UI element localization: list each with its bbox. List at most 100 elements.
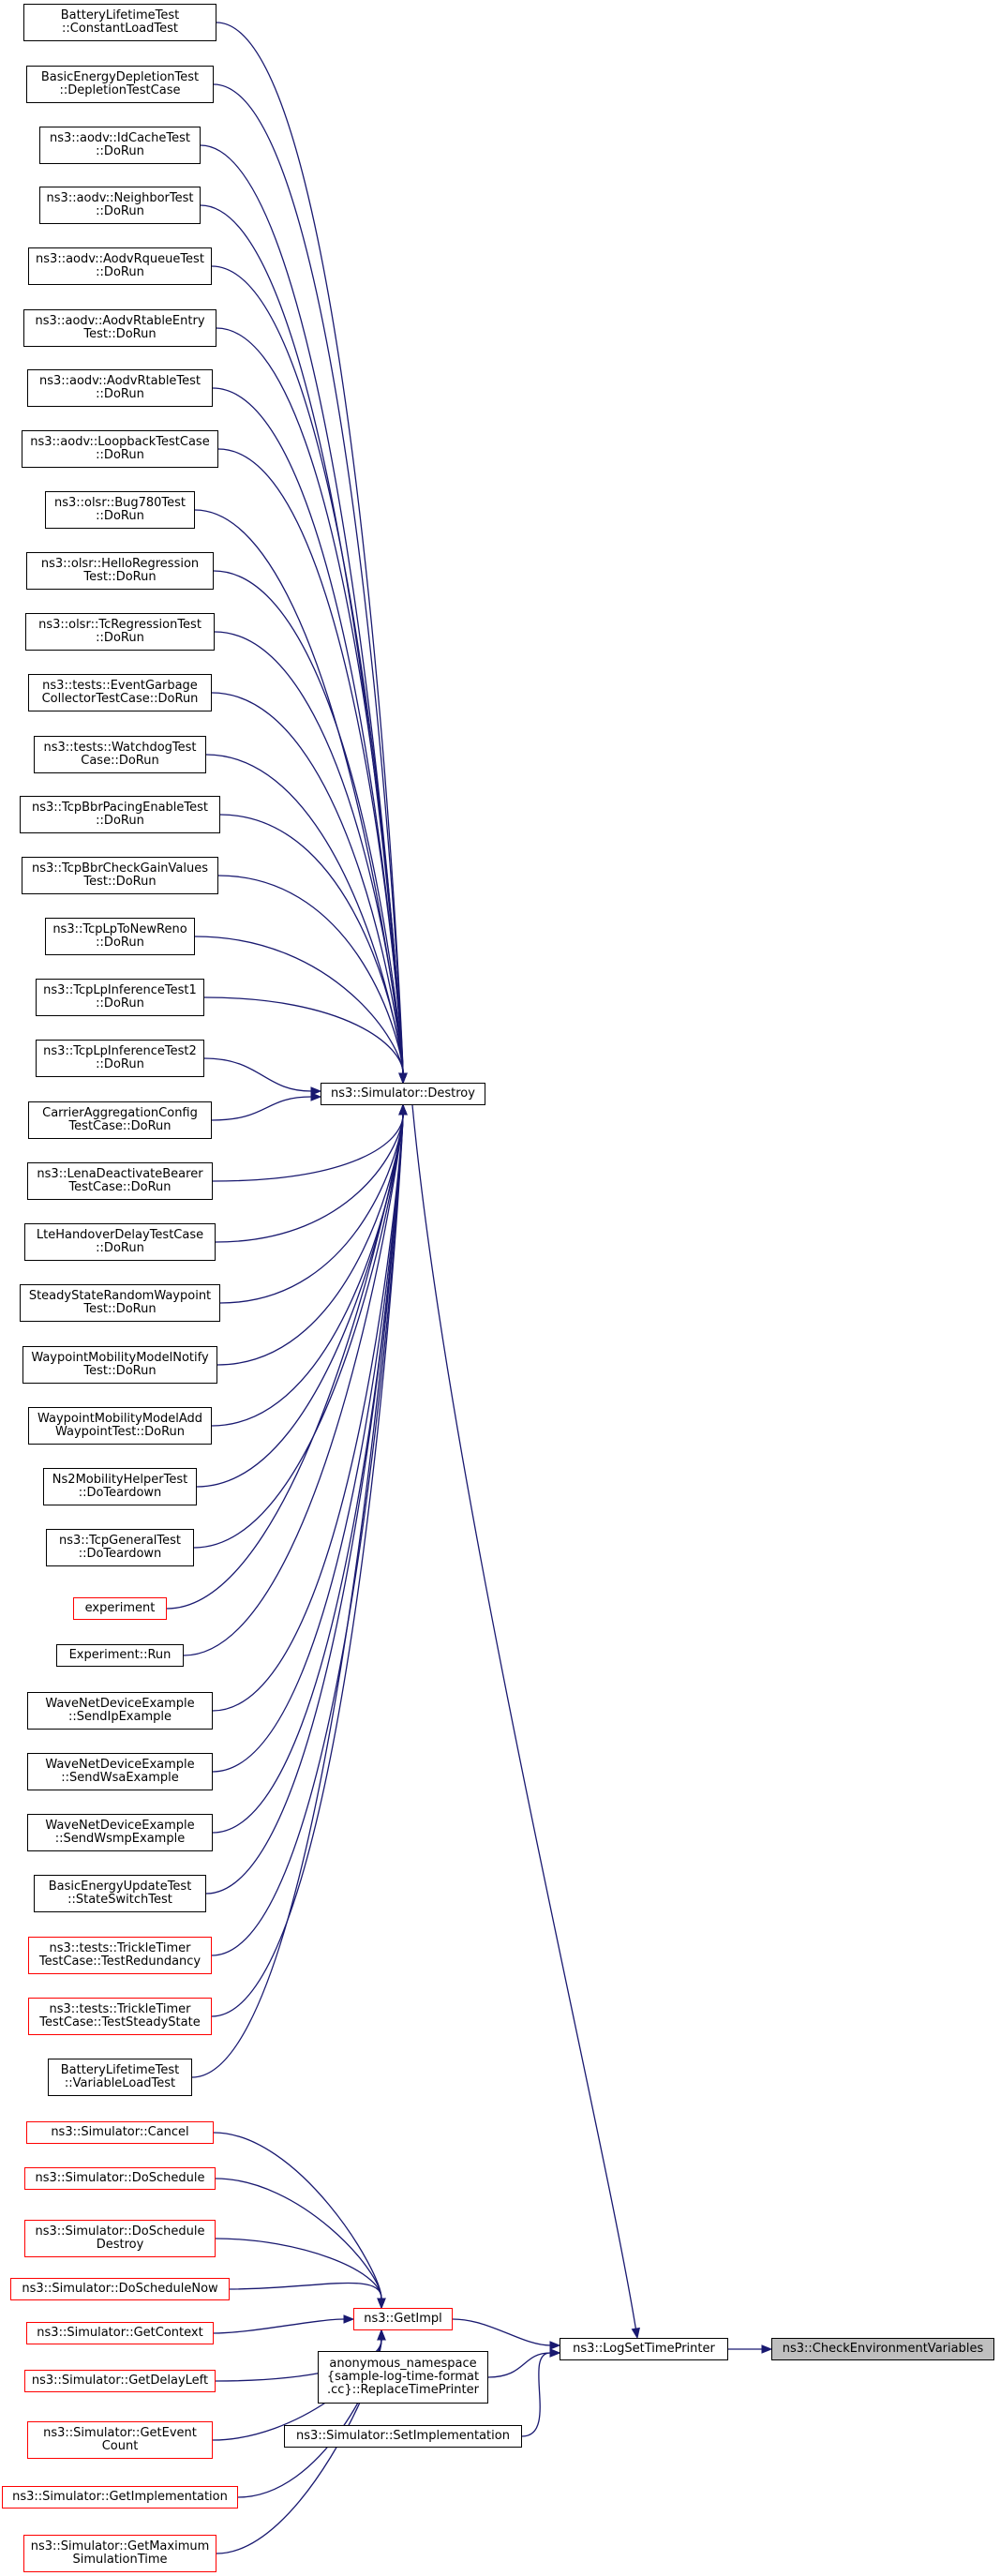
function-node-n6[interactable]: ns3::aodv::AodvRtableTest::DoRun xyxy=(27,369,213,407)
function-node-label: WaveNetDeviceExample xyxy=(45,1697,195,1711)
function-node-n31[interactable]: BasicEnergyUpdateTest::StateSwitchTest xyxy=(34,1875,206,1912)
function-node-label: ::DoRun xyxy=(96,509,144,523)
edge-setimpl-to-logset xyxy=(521,2352,551,2437)
function-node-label: WaypointMobilityModelAdd xyxy=(37,1412,203,1426)
edge-n1-to-destroy xyxy=(213,83,404,1074)
function-node-logset[interactable]: ns3::LogSetTimePrinter xyxy=(560,2338,728,2360)
function-node-label: ns3::aodv::NeighborTest xyxy=(46,191,194,205)
function-node-c7[interactable]: ns3::Simulator::GetImplementation xyxy=(2,2486,238,2509)
function-node-destroy[interactable]: ns3::Simulator::Destroy xyxy=(321,1083,485,1105)
function-node-c3[interactable]: ns3::Simulator::DoScheduleNow xyxy=(10,2278,230,2300)
edge-n17-to-destroy-arrowhead xyxy=(310,1086,322,1096)
function-node-label: ::DoRun xyxy=(96,1057,144,1071)
function-node-n2[interactable]: ns3::aodv::IdCacheTest::DoRun xyxy=(39,127,201,164)
function-node-n0[interactable]: BatteryLifetimeTest::ConstantLoadTest xyxy=(23,4,216,41)
edge-n34-to-destroy xyxy=(191,1114,404,2078)
edge-n20-to-destroy xyxy=(215,1114,404,1243)
function-node-n27[interactable]: Experiment::Run xyxy=(56,1644,184,1667)
function-node-n4[interactable]: ns3::aodv::AodvRqueueTest::DoRun xyxy=(28,247,212,285)
function-node-label: ns3::CheckEnvironmentVariables xyxy=(782,2342,984,2356)
function-node-n24[interactable]: Ns2MobilityHelperTest::DoTeardown xyxy=(43,1468,197,1505)
edge-setimpl-to-logset-arrowhead xyxy=(549,2348,561,2358)
edge-n14-to-destroy xyxy=(217,875,404,1074)
function-node-label: TestCase::TestRedundancy xyxy=(38,1954,201,1969)
function-node-c5[interactable]: ns3::Simulator::GetDelayLeft xyxy=(24,2370,216,2392)
edge-n15-to-destroy xyxy=(194,936,404,1074)
function-node-label: LteHandoverDelayTestCase xyxy=(36,1228,204,1242)
function-node-n25[interactable]: ns3::TcpGeneralTest::DoTeardown xyxy=(46,1529,194,1566)
function-node-label: ns3::Simulator::DoSchedule xyxy=(35,2224,205,2239)
function-node-label: Experiment::Run xyxy=(68,1648,172,1662)
function-node-label: ns3::tests::EventGarbage xyxy=(42,679,198,693)
function-node-label: ::DoRun xyxy=(96,144,144,158)
function-node-label: TestCase::DoRun xyxy=(68,1119,172,1133)
edge-n26-to-destroy xyxy=(166,1114,404,1610)
function-node-label: ns3::LogSetTimePrinter xyxy=(573,2342,715,2356)
function-node-n16[interactable]: ns3::TcpLpInferenceTest1::DoRun xyxy=(36,979,204,1016)
edge-c3-to-getimpl-arrowhead xyxy=(377,2298,386,2310)
function-node-label: Test::DoRun xyxy=(83,875,157,889)
function-node-label: ::SendWsmpExample xyxy=(54,1832,186,1846)
function-node-label: ns3::TcpBbrPacingEnableTest xyxy=(31,801,209,815)
function-node-label: {sample-log-time-format xyxy=(326,2370,480,2384)
edge-n16-to-destroy xyxy=(203,996,404,1074)
function-node-setimpl[interactable]: ns3::Simulator::SetImplementation xyxy=(284,2425,522,2448)
function-node-getimpl[interactable]: ns3::GetImpl xyxy=(353,2308,453,2330)
edge-n33-to-destroy xyxy=(211,1114,404,2017)
function-node-label: ns3::TcpLpInferenceTest2 xyxy=(43,1044,197,1058)
edge-c4-to-getimpl xyxy=(213,2318,345,2334)
function-node-label: ns3::Simulator::GetMaximum xyxy=(30,2539,210,2554)
function-node-n17[interactable]: ns3::TcpLpInferenceTest2::DoRun xyxy=(36,1040,204,1077)
function-node-n10[interactable]: ns3::olsr::TcRegressionTest::DoRun xyxy=(25,613,215,651)
function-node-label: CarrierAggregationConfig xyxy=(42,1106,198,1120)
function-node-n30[interactable]: WaveNetDeviceExample::SendWsmpExample xyxy=(27,1814,213,1851)
function-node-label: ns3::TcpBbrCheckGainValues xyxy=(31,861,209,876)
function-node-label: ns3::Simulator::GetEvent xyxy=(43,2426,197,2440)
edge-c4-to-getimpl-arrowhead xyxy=(343,2314,355,2324)
function-node-n15[interactable]: ns3::TcpLpToNewReno::DoRun xyxy=(45,918,195,955)
function-node-n7[interactable]: ns3::aodv::LoopbackTestCase::DoRun xyxy=(22,430,218,468)
function-node-c4[interactable]: ns3::Simulator::GetContext xyxy=(26,2322,214,2344)
function-node-n34[interactable]: BatteryLifetimeTest::VariableLoadTest xyxy=(48,2059,192,2096)
function-node-label: WaypointMobilityModelNotify xyxy=(31,1351,209,1365)
function-node-c0[interactable]: ns3::Simulator::Cancel xyxy=(26,2121,214,2144)
function-node-label: Test::DoRun xyxy=(83,570,157,584)
edge-logset-to-check-arrowhead xyxy=(761,2344,773,2354)
function-node-n1[interactable]: BasicEnergyDepletionTest::DepletionTestC… xyxy=(26,66,214,103)
function-node-c1[interactable]: ns3::Simulator::DoSchedule xyxy=(24,2167,216,2190)
function-node-label: ns3::tests::TrickleTimer xyxy=(49,1941,191,1955)
edge-n16-to-destroy-arrowhead xyxy=(398,1072,408,1085)
edge-n19-to-destroy xyxy=(212,1114,404,1182)
function-node-n26[interactable]: experiment xyxy=(73,1597,167,1620)
function-node-replace[interactable]: anonymous_namespace{sample-log-time-form… xyxy=(318,2351,488,2404)
function-node-n3[interactable]: ns3::aodv::NeighborTest::DoRun xyxy=(39,187,201,224)
function-node-n8[interactable]: ns3::olsr::Bug780Test::DoRun xyxy=(45,491,195,529)
function-node-n13[interactable]: ns3::TcpBbrPacingEnableTest::DoRun xyxy=(20,796,220,833)
function-node-label: ::SendWsaExample xyxy=(61,1771,179,1785)
function-node-label: experiment xyxy=(84,1601,156,1615)
function-node-label: ns3::TcpLpInferenceTest1 xyxy=(43,983,197,997)
function-node-label: Test::DoRun xyxy=(83,327,157,341)
function-node-n29[interactable]: WaveNetDeviceExample::SendWsaExample xyxy=(27,1753,213,1790)
function-node-n28[interactable]: WaveNetDeviceExample::SendIpExample xyxy=(27,1692,213,1730)
function-node-label: ns3::tests::TrickleTimer xyxy=(49,2002,191,2016)
function-node-n20[interactable]: LteHandoverDelayTestCase::DoRun xyxy=(24,1223,216,1261)
function-node-label: WaveNetDeviceExample xyxy=(45,1758,195,1772)
